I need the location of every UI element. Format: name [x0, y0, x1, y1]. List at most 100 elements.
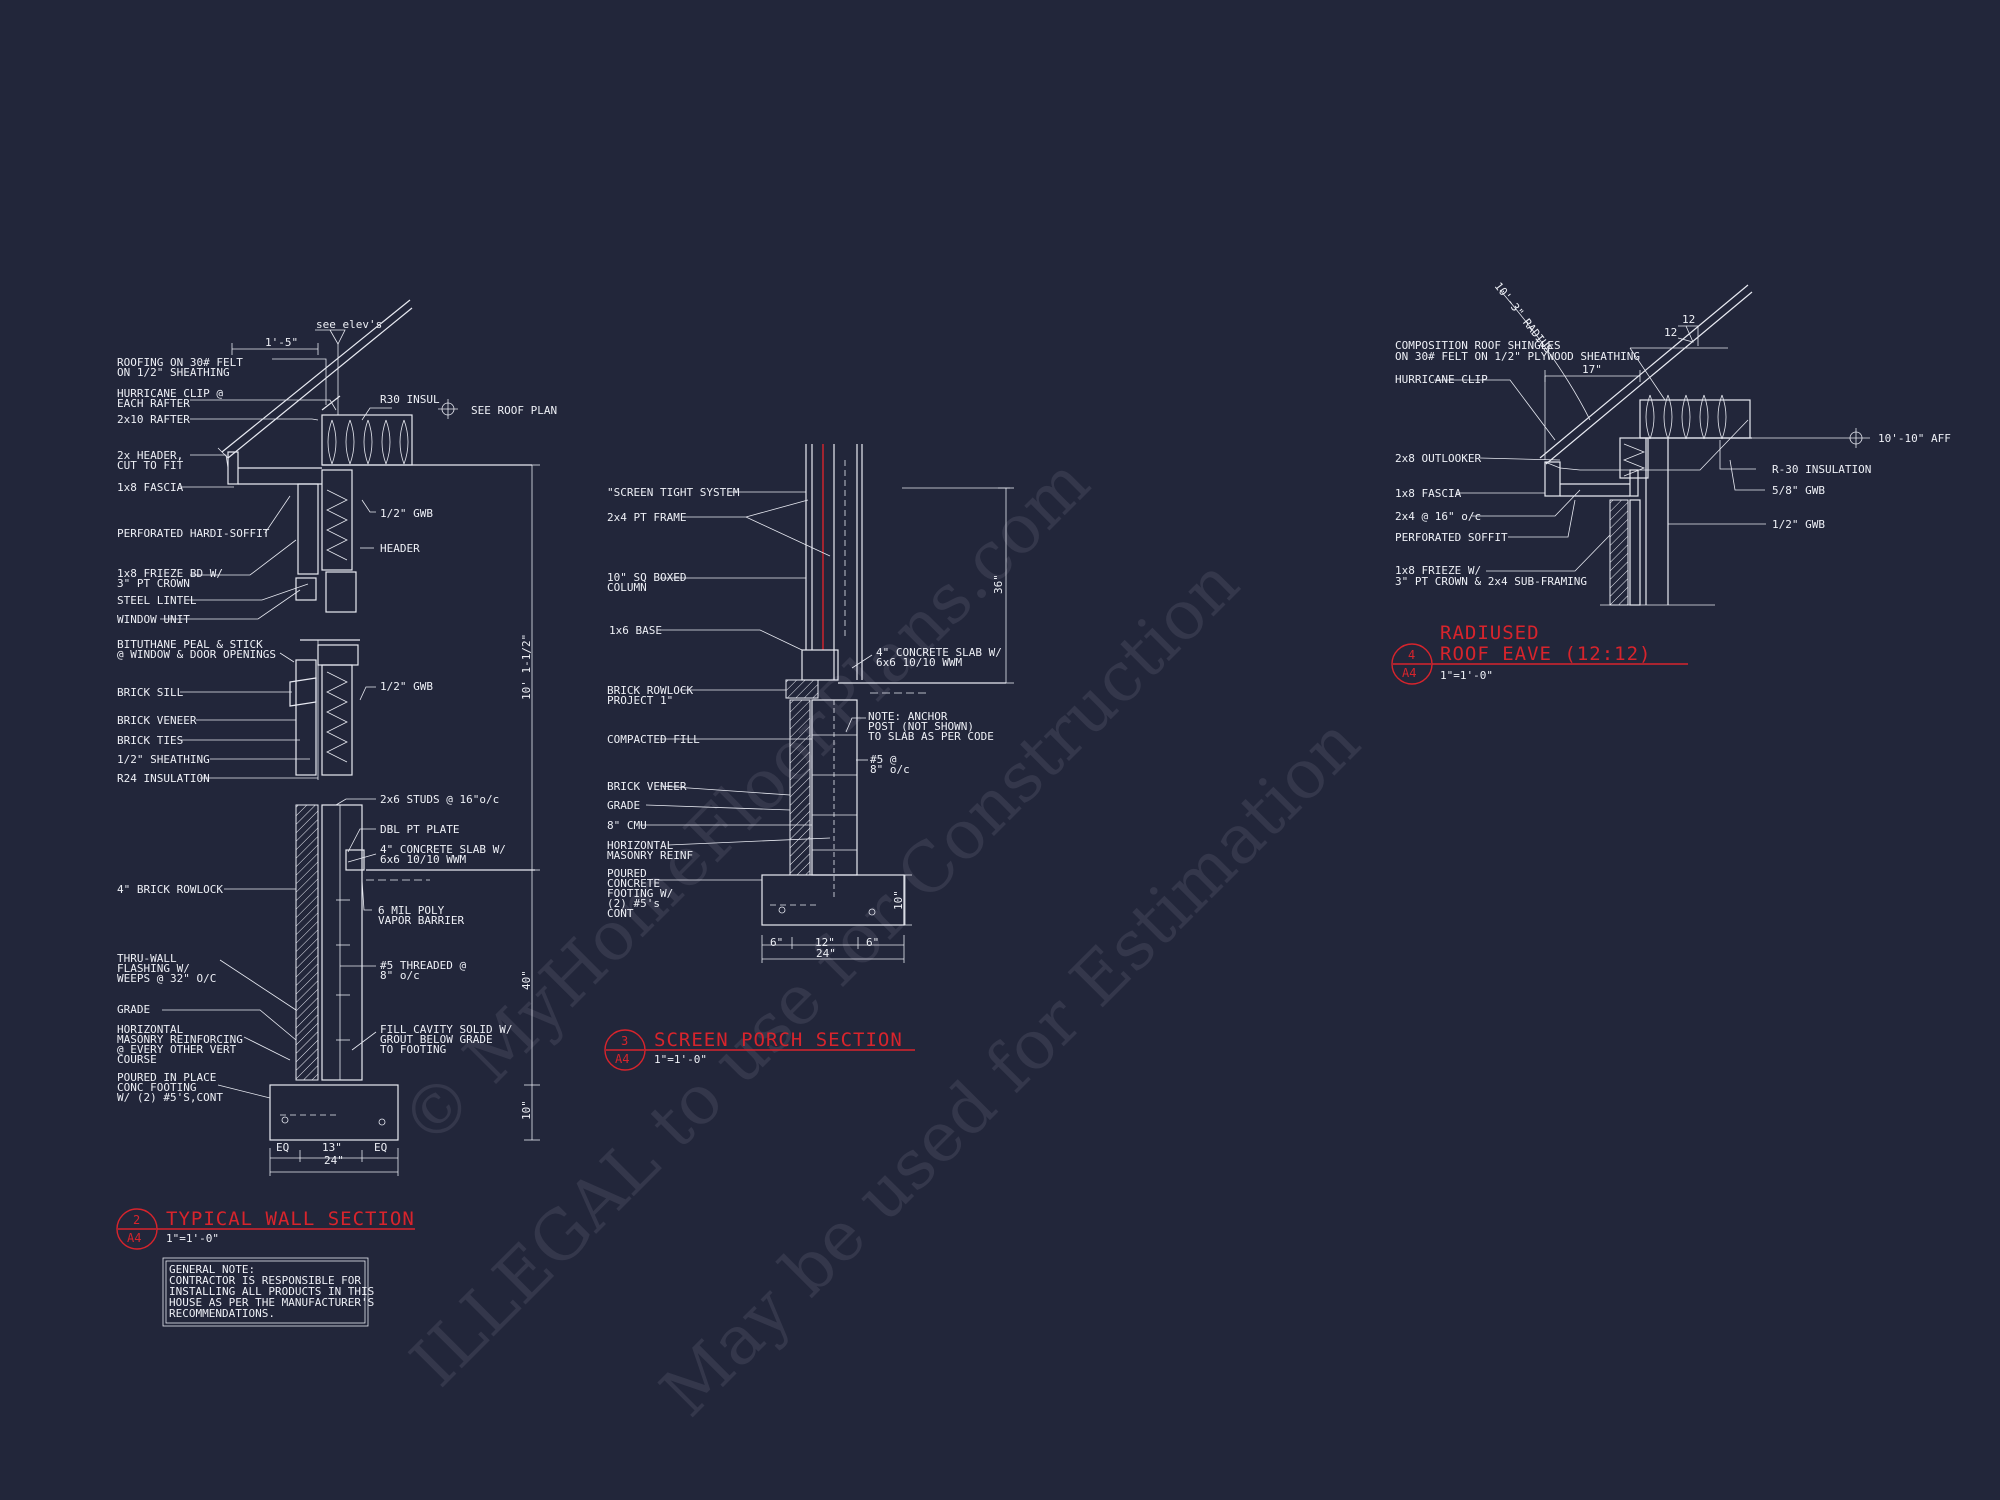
sheet-number: A4 — [127, 1231, 141, 1245]
label: COMPOSITION ROOF SHINGLES — [1395, 339, 1561, 352]
label: 1x8 FRIEZE BD W/ — [117, 567, 223, 580]
label: 1/2" GWB — [1772, 518, 1825, 531]
label: VAPOR BARRIER — [378, 914, 464, 927]
dimension: 12 — [1682, 313, 1695, 326]
label: 8" o/c — [870, 763, 910, 776]
label: BRICK TIES — [117, 734, 183, 747]
label: ON 1/2" SHEATHING — [117, 366, 230, 379]
label: 8" CMU — [607, 819, 647, 832]
label: GRADE — [117, 1003, 150, 1016]
dimension: 6" — [770, 936, 783, 949]
label: WEEPS @ 32" O/C — [117, 972, 216, 985]
label: HORIZONTAL — [607, 839, 674, 852]
label: PROJECT 1" — [607, 694, 673, 707]
porch-section-title: 3 A4 SCREEN PORCH SECTION 1"=1'-0" — [604, 1029, 915, 1071]
porch-section-drawing — [761, 444, 1014, 963]
detail-number: 2 — [133, 1213, 140, 1227]
scale-label: 1"=1'-0" — [166, 1232, 219, 1245]
label: EACH RAFTER — [117, 397, 190, 410]
label: CONT — [607, 907, 634, 920]
label: 4" CONCRETE SLAB W/ — [380, 843, 506, 856]
detail-number: 3 — [621, 1034, 628, 1048]
label: DBL PT PLATE — [380, 823, 459, 836]
label: PERFORATED SOFFIT — [1395, 531, 1508, 544]
label: 2x8 OUTLOOKER — [1395, 452, 1481, 465]
label: THRU-WALL — [117, 952, 177, 965]
label: BRICK ROWLOCK — [607, 684, 693, 697]
dimension: 12" — [815, 936, 835, 949]
general-note-line: CONTRACTOR IS RESPONSIBLE FOR — [169, 1274, 361, 1287]
dimension: 10" — [892, 890, 905, 910]
dimension: 1'-5" — [265, 336, 298, 349]
label: CONC FOOTING — [117, 1081, 196, 1094]
scale-label: 1"=1'-0" — [1440, 669, 1493, 682]
dimension: 24" — [324, 1154, 344, 1167]
eave-section-title: 4 A4 RADIUSED ROOF EAVE (12:12) 1"=1'-0" — [1391, 622, 1688, 685]
dimension: 24" — [816, 947, 836, 960]
label: 2x HEADER, — [117, 449, 183, 462]
dimension: 36" — [992, 574, 1005, 594]
eave-section-drawing — [1499, 284, 1870, 606]
label: R-30 INSULATION — [1772, 463, 1871, 476]
dimension: 6" — [866, 936, 879, 949]
wall-section-drawing — [217, 299, 540, 1176]
wall-section-title-text: TYPICAL WALL SECTION — [166, 1208, 415, 1230]
label: 1x8 FASCIA — [117, 481, 184, 494]
label: 1x6 BASE — [609, 624, 662, 637]
label: #5 THREADED @ — [380, 959, 466, 972]
eave-section-labels: COMPOSITION ROOF SHINGLES ON 30# FELT ON… — [1395, 280, 1951, 588]
eave-section-title-line-2: ROOF EAVE (12:12) — [1440, 643, 1651, 665]
label: 6 MIL POLY — [378, 904, 445, 917]
label: #5 @ — [870, 753, 897, 766]
general-note-line: HOUSE AS PER THE MANUFACTURER'S — [169, 1296, 374, 1309]
label: MASONRY REINFORCING — [117, 1033, 243, 1046]
label: HURRICANE CLIP — [1395, 373, 1488, 386]
label: 1/2" GWB — [380, 680, 433, 693]
label: ROOFING ON 30# FELT — [117, 356, 243, 369]
label: BITUTHANE PEAL & STICK — [117, 638, 263, 651]
label: BRICK VENEER — [117, 714, 197, 727]
wall-section-leaders — [160, 358, 392, 1099]
wall-section-title: 2 A4 TYPICAL WALL SECTION 1"=1'-0" — [116, 1208, 415, 1250]
label: ON 30# FELT ON 1/2" PLYWOOD SHEATHING — [1395, 350, 1640, 363]
label: (2) #5's — [607, 897, 660, 910]
label: HURRICANE CLIP @ — [117, 387, 223, 400]
label: 10'-10" AFF — [1878, 432, 1951, 445]
label: STEEL LINTEL — [117, 594, 197, 607]
porch-section-leaders — [640, 491, 873, 881]
label: POURED — [607, 867, 647, 880]
label: 2x6 STUDS @ 16"o/c — [380, 793, 499, 806]
label: R24 INSULATION — [117, 772, 210, 785]
label: 1/2" SHEATHING — [117, 753, 210, 766]
label: BRICK VENEER — [607, 780, 687, 793]
label: NOTE: ANCHOR — [868, 710, 948, 723]
label: 1/2" GWB — [380, 507, 433, 520]
porch-section-labels: "SCREEN TIGHT SYSTEM 2x4 PT FRAME 10" SQ… — [607, 486, 1005, 960]
dimension: EQ — [276, 1141, 289, 1154]
porch-section-title-text: SCREEN PORCH SECTION — [654, 1029, 903, 1051]
label: 6x6 10/10 WWM — [876, 656, 962, 669]
label: FILL CAVITY SOLID W/ — [380, 1023, 512, 1036]
sheet-number: A4 — [1402, 666, 1416, 680]
watermark: © MyHomeFloorPlans.com ILLEGAL to use fo… — [386, 443, 1375, 1432]
dimension: EQ — [374, 1141, 387, 1154]
label: 3" PT CROWN & 2x4 SUB-FRAMING — [1395, 575, 1587, 588]
label: 8" o/c — [380, 969, 420, 982]
eave-section-title-line-1: RADIUSED — [1440, 622, 1540, 644]
general-note-line: GENERAL NOTE: — [169, 1263, 255, 1276]
wall-section-labels: ROOFING ON 30# FELT ON 1/2" SHEATHING HU… — [117, 318, 557, 1167]
label: 2x4 @ 16" o/c — [1395, 510, 1481, 523]
label: CUT TO FIT — [117, 459, 184, 472]
label: PERFORATED HARDI-SOFFIT — [117, 527, 270, 540]
label: COURSE — [117, 1053, 157, 1066]
label: 5/8" GWB — [1772, 484, 1825, 497]
label: 3" PT CROWN — [117, 577, 190, 590]
dimension: 13" — [322, 1141, 342, 1154]
label: W/ (2) #5'S,CONT — [117, 1091, 223, 1104]
general-note-box: GENERAL NOTE: CONTRACTOR IS RESPONSIBLE … — [162, 1257, 374, 1327]
scale-label: 1"=1'-0" — [654, 1053, 707, 1066]
label: 2x10 RAFTER — [117, 413, 190, 426]
label: @ EVERY OTHER VERT — [117, 1043, 237, 1056]
label: TO FOOTING — [380, 1043, 446, 1056]
